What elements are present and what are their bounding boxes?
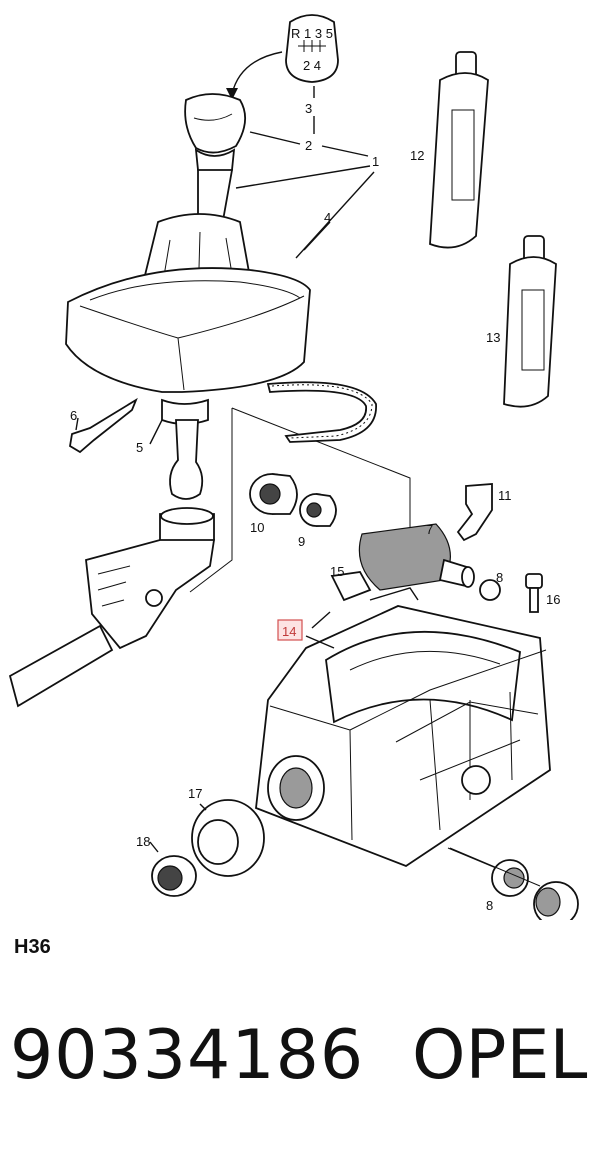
- brand-name: OPEL: [412, 1016, 588, 1095]
- arrow-head: [226, 88, 238, 100]
- flex-strap: [266, 381, 377, 443]
- callout-8-lower: 8: [486, 898, 493, 913]
- shift-pattern-top: R 1 3 5: [291, 26, 333, 41]
- callout-16: 16: [546, 592, 560, 607]
- callout-18: 18: [136, 834, 150, 849]
- callout-11: 11: [498, 488, 512, 503]
- grease-tube-13: [503, 235, 557, 408]
- insert-15: [330, 571, 372, 602]
- leader-lines: [75, 131, 419, 853]
- leader-bushings: [447, 847, 541, 887]
- seal-18: [151, 855, 197, 897]
- o-ring-8: [479, 579, 501, 601]
- bushing-8-lower: [491, 859, 529, 897]
- shift-pattern-bottom: 2 4: [303, 58, 321, 73]
- callout-10: 10: [250, 520, 264, 535]
- bushing-10: [249, 473, 298, 515]
- callout-7: 7: [426, 522, 433, 537]
- shift-knob: [184, 93, 246, 174]
- callout-2: 2: [305, 138, 312, 153]
- callout-17: 17: [188, 786, 202, 801]
- callout-14-highlight: [277, 619, 303, 641]
- bracket-11: [456, 483, 493, 542]
- figure-code: H36: [14, 936, 51, 958]
- dashed-bracket: [189, 407, 411, 593]
- callout-4: 4: [324, 210, 331, 225]
- callout-9-upper: 9: [298, 534, 305, 549]
- callout-1: 1: [372, 154, 379, 169]
- callout-13: 13: [486, 330, 500, 345]
- callout-3: 3: [305, 101, 312, 116]
- strap-clip: [69, 397, 138, 454]
- shift-bracket: [85, 507, 216, 650]
- gaiter-boot: [65, 213, 311, 393]
- flange-17: [191, 799, 265, 877]
- part-number: 90334186: [10, 1016, 365, 1095]
- coupling-7: [358, 523, 475, 591]
- callout-5: 5: [136, 440, 143, 455]
- lever-foot: [169, 419, 204, 500]
- shift-rod: [8, 624, 114, 708]
- bolt-16: [525, 573, 543, 613]
- exploded-parts-diagram: R 1 3 5 2 4: [8, 14, 579, 920]
- callout-6: 6: [70, 408, 77, 423]
- grease-tube-12: [429, 51, 489, 249]
- callout-15: 15: [330, 564, 344, 579]
- gearbox-housing: [255, 605, 551, 868]
- callout-14: 14: [282, 624, 296, 639]
- lever-ring: [161, 398, 209, 425]
- callout-12: 12: [410, 148, 424, 163]
- bushing-9-upper: [299, 493, 337, 527]
- cap-9-lower: [533, 881, 579, 920]
- arrow-line: [231, 51, 283, 95]
- shift-pattern-badge: R 1 3 5 2 4: [285, 14, 339, 83]
- callout-8-upper: 8: [496, 570, 503, 585]
